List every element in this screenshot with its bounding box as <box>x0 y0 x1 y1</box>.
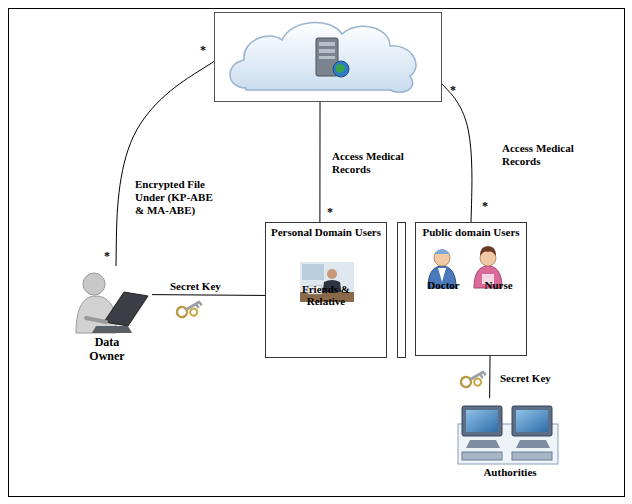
domain-divider <box>398 223 406 358</box>
cloud-icon <box>230 23 416 93</box>
node-title: Public domain Users <box>421 226 521 239</box>
multiplicity-mark: * <box>327 206 333 218</box>
cloud-box <box>214 12 442 102</box>
node-title: Personal Domain Users <box>270 226 382 239</box>
key-icon <box>459 367 489 393</box>
node-text: Friends & Relative <box>296 283 356 308</box>
frame <box>9 9 625 497</box>
multiplicity-mark: * <box>450 84 456 96</box>
node-title: Data Owner <box>76 336 138 364</box>
edge-label-box: Access Medical Records <box>500 142 582 169</box>
edge-label-box: Secret Key <box>168 276 248 294</box>
personal-domain-box: Personal Domain UsersFriends & Relative <box>265 222 387 358</box>
connector <box>152 294 265 296</box>
authorities-icon <box>458 406 558 464</box>
multiplicity-mark: * <box>104 250 110 262</box>
connector <box>489 356 490 398</box>
data-owner-icon <box>76 273 148 333</box>
key-icon <box>175 297 205 323</box>
server-icon <box>316 38 349 77</box>
multiplicity-mark: * <box>482 200 488 212</box>
node-title: Authorities <box>460 466 560 479</box>
edge-label: Secret Key <box>168 280 223 293</box>
node-text: Nurse <box>471 279 526 292</box>
connector <box>319 102 320 222</box>
edge-label: Access Medical Records <box>500 142 582 168</box>
authorities: Authorities <box>450 398 570 490</box>
connector <box>116 62 214 267</box>
edge-label: Access Medical Records <box>330 150 408 176</box>
edge-label-box: Secret Key <box>498 368 578 386</box>
edge-label-box: Encrypted File Under (KP-ABE & MA-ABE) <box>133 178 215 218</box>
connector <box>442 84 472 222</box>
data-owner: Data Owner <box>62 266 152 372</box>
edge-label-box: Access Medical Records <box>330 150 408 177</box>
edge-label: Secret Key <box>498 372 553 385</box>
multiplicity-mark: * <box>200 44 206 56</box>
public-domain-box: Public domain UsersDoctorNurse <box>415 222 527 356</box>
node-text: Doctor <box>416 279 471 292</box>
edge-label: Encrypted File Under (KP-ABE & MA-ABE) <box>133 178 215 218</box>
